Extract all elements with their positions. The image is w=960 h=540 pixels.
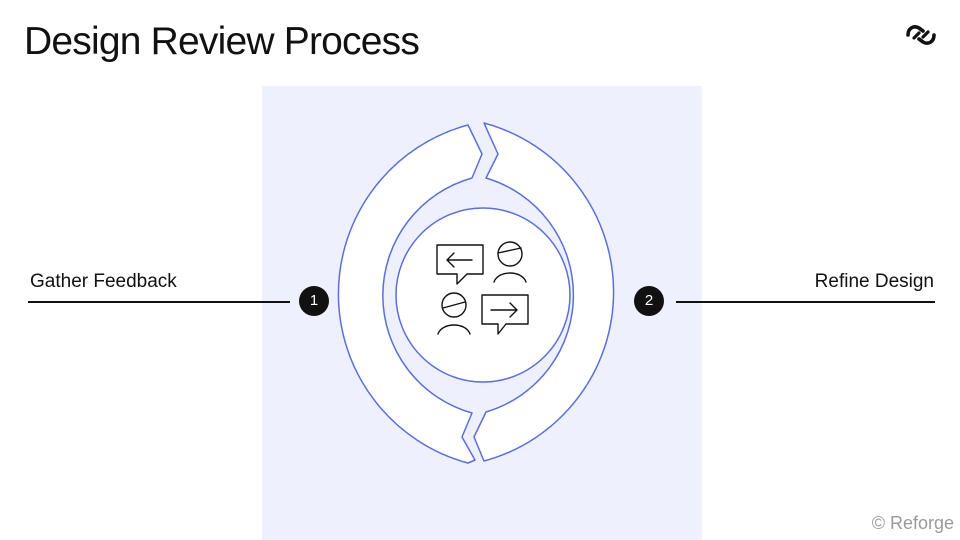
step-badge-1: 1 (299, 286, 329, 316)
leader-line-right (676, 301, 935, 303)
leader-line-left (28, 301, 290, 303)
feedback-conversation-icon (436, 241, 529, 335)
cycle-segment-right (473, 122, 615, 462)
page-title: Design Review Process (24, 20, 420, 63)
cycle-segment-left (337, 124, 483, 464)
step-badge-2: 2 (634, 286, 664, 316)
step-label-refine-design: Refine Design (814, 271, 934, 292)
reforge-logo-icon (906, 25, 936, 45)
step-label-gather-feedback: Gather Feedback (30, 271, 177, 292)
cycle-diagram (337, 122, 615, 464)
copyright-notice: © Reforge (871, 513, 954, 533)
